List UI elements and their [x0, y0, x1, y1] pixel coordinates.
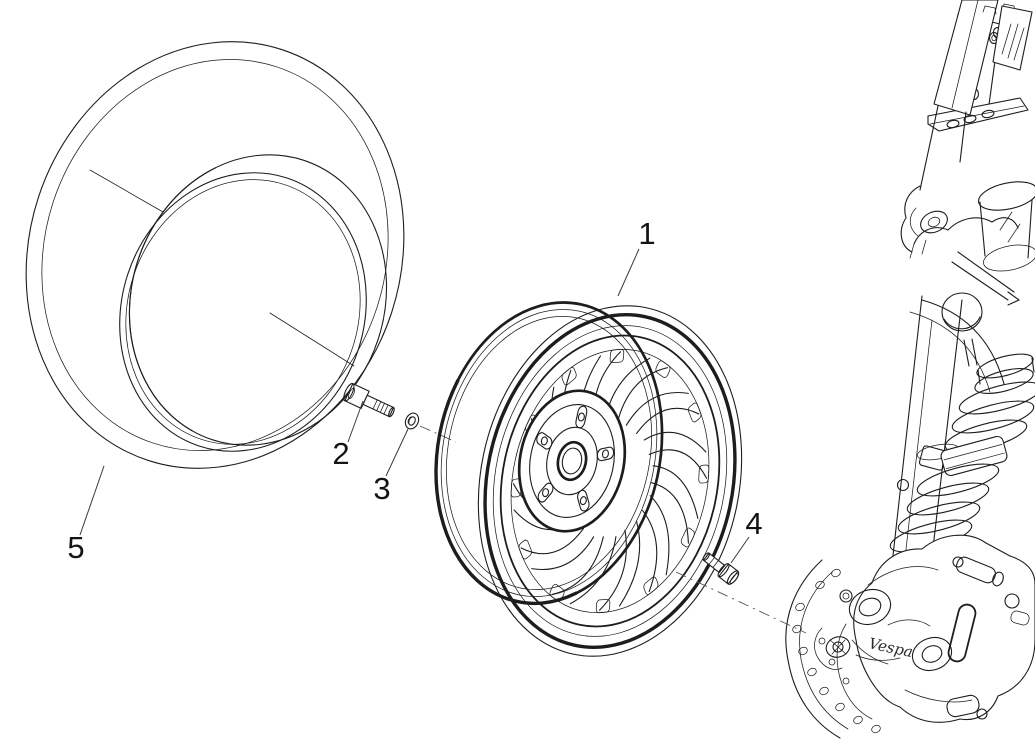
disc-bolt — [700, 549, 741, 586]
caliper-mount-bolt — [840, 590, 852, 602]
hub-bore — [554, 440, 589, 483]
caliper-slot — [947, 603, 978, 663]
callout-3: 3 — [373, 429, 408, 506]
spring-coil — [949, 395, 1035, 440]
disc-drill-holes — [791, 568, 881, 734]
callout-5: 5 — [67, 466, 104, 565]
axle-axis-line-right — [676, 572, 806, 633]
callout-3-leader — [386, 429, 408, 476]
spring-coil — [904, 477, 991, 522]
tire — [0, 0, 458, 518]
brake-disc — [786, 560, 882, 738]
wheel-hub — [507, 381, 638, 541]
brake-caliper: Vespa — [815, 535, 1035, 722]
spoke — [626, 495, 701, 599]
spring-coil — [914, 458, 1001, 503]
rim-face — [447, 281, 773, 681]
fork-crown — [901, 106, 1035, 392]
bleed-nipple — [1005, 594, 1019, 608]
spring-coil — [895, 496, 982, 541]
callout-1: 1 — [618, 216, 656, 296]
banjo-fitting — [954, 555, 997, 585]
callout-5-number: 5 — [67, 530, 84, 565]
callout-1-leader — [618, 249, 639, 296]
hub-bolt-hole — [578, 412, 585, 421]
hub-slot — [575, 405, 588, 428]
caliper-piston-boss — [908, 632, 957, 676]
caliper-piston-boss — [844, 584, 895, 630]
callout-1-number: 1 — [638, 216, 655, 251]
steering-tube — [934, 0, 1032, 115]
caliper-lower-lug — [945, 694, 980, 718]
front-axle-bolt — [342, 382, 398, 421]
callout-2: 2 — [332, 401, 363, 471]
callout-4-leader — [731, 537, 749, 563]
callout-5-leader — [80, 466, 104, 535]
callout-4: 4 — [731, 506, 763, 563]
spring-coil — [956, 376, 1035, 421]
axle-axis-line-left — [420, 426, 456, 442]
callout-3-number: 3 — [373, 471, 390, 506]
front-fork-assembly — [862, 0, 1035, 664]
tire-sidewall-seam — [90, 170, 163, 212]
callout-2-number: 2 — [332, 436, 349, 471]
wheel-rim — [409, 281, 773, 681]
callout-4-number: 4 — [745, 506, 762, 541]
washer — [403, 411, 421, 431]
callout-2-leader — [348, 401, 363, 442]
axle-boss — [823, 633, 852, 660]
tire-inner-seam — [270, 313, 354, 366]
